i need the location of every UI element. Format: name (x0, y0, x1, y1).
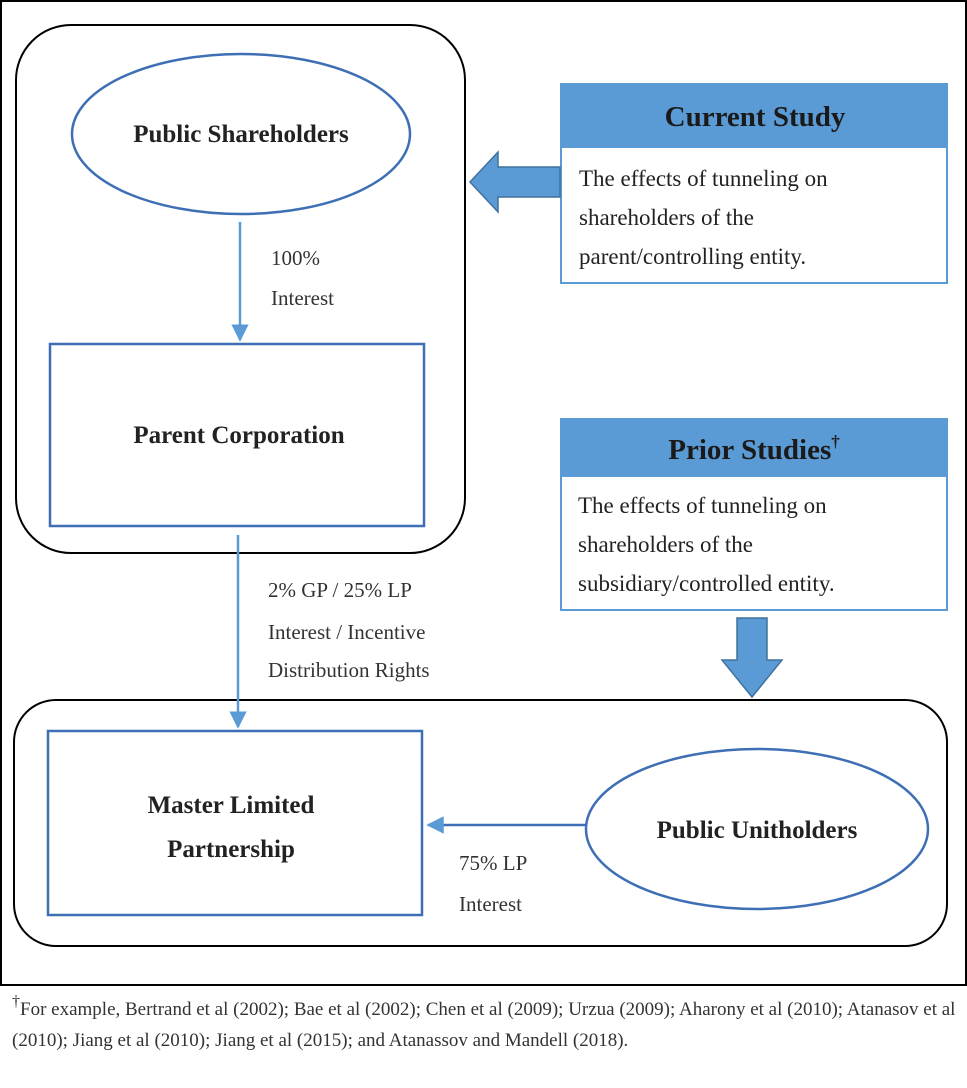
prior-studies-title: Prior Studies† (668, 432, 840, 466)
public-shareholders-node (70, 52, 412, 216)
prior-studies-body-line1: The effects of tunneling on (578, 493, 827, 518)
current-study-body-line3: parent/controlling entity. (579, 244, 806, 269)
prior-studies-dagger: † (831, 432, 840, 451)
mlp-label-line2: Partnership (167, 836, 295, 863)
current-study-body-line2: shareholders of the (579, 205, 754, 230)
current-study-block-arrow (468, 150, 561, 214)
prior-studies-body-box (560, 475, 948, 611)
prior-studies-body-line3: subsidiary/controlled entity. (578, 571, 835, 596)
mlp-group-container (13, 699, 948, 947)
parent-corporation-node (48, 342, 426, 528)
prior-studies-body-line2: shareholders of the (578, 532, 753, 557)
public-unitholders-node (584, 747, 930, 911)
current-study-header (560, 83, 948, 147)
parent-corporation-label: Parent Corporation (133, 422, 344, 449)
parent-to-mlp-label-line2: Interest / Incentive (268, 620, 425, 644)
unitholders-to-mlp-label-line2: Interest (459, 892, 522, 916)
public-shareholders-label: Public Shareholders (133, 121, 349, 148)
parent-to-mlp-label-line1: 2% GP / 25% LP (268, 578, 412, 602)
figure-border (0, 0, 967, 986)
footnote-text: For example, Bertrand et al (2002); Bae … (12, 999, 956, 1051)
parent-to-mlp-label-line3: Distribution Rights (268, 658, 430, 682)
public-unitholders-label: Public Unitholders (657, 817, 858, 844)
current-study-body-box (560, 146, 948, 284)
current-study-title: Current Study (665, 101, 846, 133)
mlp-node (46, 729, 424, 917)
unitholders-to-mlp-label-line1: 75% LP (459, 851, 527, 875)
shareholders-to-parent-label-line1: 100% (271, 246, 320, 270)
current-study-body-line1: The effects of tunneling on (579, 166, 828, 191)
prior-studies-header (560, 418, 948, 476)
shareholders-to-parent-label-line2: Interest (271, 286, 334, 310)
prior-studies-title-text: Prior Studies (668, 434, 831, 466)
footnote-mark: † (12, 993, 20, 1010)
parent-group-container (15, 24, 466, 554)
diagram-canvas: Public Shareholders 100% Interest Parent… (0, 0, 967, 986)
footnote: †For example, Bertrand et al (2002); Bae… (12, 994, 957, 1056)
prior-studies-block-arrow (720, 617, 784, 699)
mlp-label-line1: Master Limited (148, 792, 315, 819)
